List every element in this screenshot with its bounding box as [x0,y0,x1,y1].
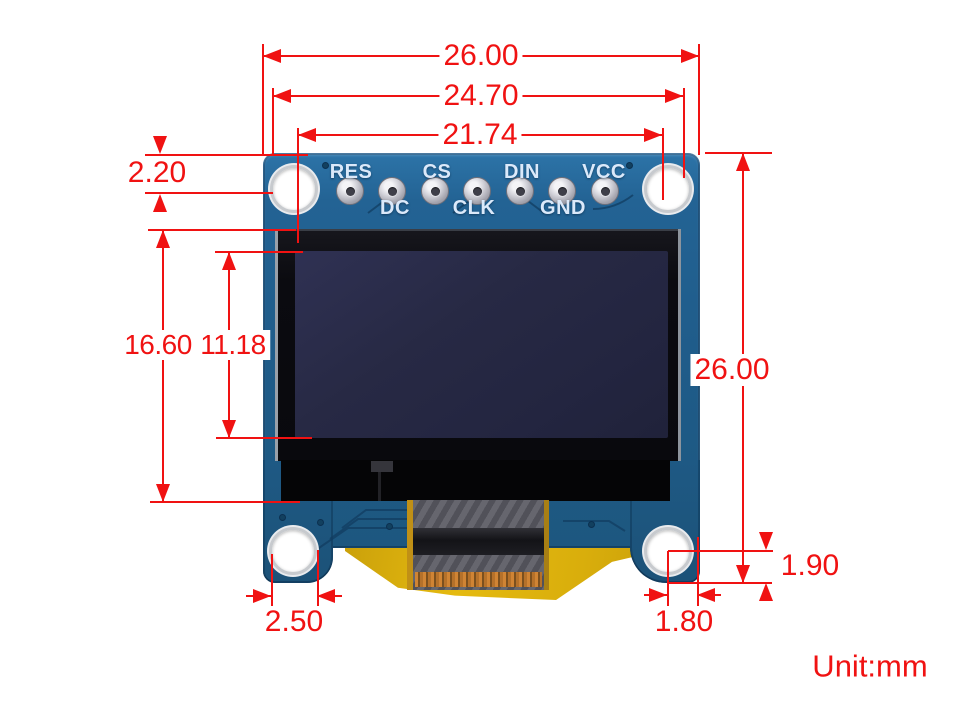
ribbon-dark-band [413,528,544,555]
dim-line-top-hole-offset-upper [145,154,308,156]
dim-label-overall-width: 26.00 [439,40,523,72]
arrowhead-left [298,128,316,142]
dim-label-top-hole-offset: 2.20 [123,157,191,189]
extension-line [683,88,685,178]
solder-pad-res [336,177,364,205]
arrowhead-down [156,484,170,502]
via-dot [317,519,324,526]
arrowhead-up [759,583,773,601]
extension-line [272,88,274,155]
solder-pad-clk [463,177,491,205]
arrowhead-up [156,230,170,248]
via-dot [626,162,633,169]
oled-driver-ledge [281,460,670,501]
extension-line [271,554,273,607]
arrowhead-right [644,128,662,142]
extension-line [215,251,303,253]
dim-label-panel-height: 16.60 [120,330,196,360]
via-dot [386,523,393,530]
extension-line [697,537,699,607]
solder-pad-gnd [548,177,576,205]
extension-line [667,551,669,607]
arrowhead-up [736,153,750,171]
extension-line [662,128,664,200]
pin-label-din: DIN [504,161,540,183]
ribbon-contact-fingers [415,572,542,587]
dim-line-panel-height [162,230,164,502]
arrowhead-left [263,49,281,63]
extension-line [698,44,700,155]
via-dot [279,514,286,521]
extension-line [668,582,772,584]
pin-label-clk: CLK [452,197,496,219]
arrowhead-right [253,589,271,603]
pin-label-vcc: VCC [582,161,626,183]
arrowhead-up [222,252,236,270]
pin-label-gnd: GND [540,197,586,219]
arrowhead-up [153,194,167,212]
arrowhead-down [153,136,167,154]
oled-active-area [295,251,668,438]
ledge-tab [371,461,393,472]
mounting-hole-bottom-left [269,527,317,575]
dim-line-top-hole-offset-lower [145,192,273,194]
dim-label-bottom-hole-offset: 1.90 [776,550,844,582]
arrowhead-left [697,588,715,602]
arrowhead-down [759,532,773,550]
dim-label-overall-height: 26.00 [690,354,774,386]
solder-pad-dc [378,177,406,205]
mounting-hole-top-left [270,165,318,213]
arrowhead-left [317,589,335,603]
ribbon-connector [407,500,549,590]
extension-line [262,44,264,155]
dim-label-active-area-height: 11.18 [196,330,270,360]
dim-label-side-hole-offset: 1.80 [650,606,718,638]
pin-label-dc: DC [380,197,410,219]
solder-pad-cs [421,177,449,205]
extension-line [148,229,296,231]
extension-line [668,550,773,552]
solder-pad-din [506,177,534,205]
extension-line [216,437,312,439]
pin-label-res: RES [329,161,373,183]
dim-label-hole-diameter: 2.50 [260,606,328,638]
arrowhead-right [665,89,683,103]
unit-label: Unit:mm [812,648,928,684]
via-dot [588,521,595,528]
extension-line [317,550,319,607]
arrowhead-right [649,588,667,602]
arrowhead-left [273,89,291,103]
dim-label-hole-edge-width: 24.70 [439,80,523,112]
via-dot [322,162,329,169]
pin-label-cs: CS [422,161,452,183]
arrowhead-down [736,565,750,583]
extension-line [297,128,299,243]
extension-line [150,501,300,503]
dim-label-pin-row-width: 21.74 [438,119,522,151]
arrowhead-right [681,49,699,63]
ledge-seam [378,461,381,501]
solder-pad-vcc [591,177,619,205]
arrowhead-down [222,420,236,438]
